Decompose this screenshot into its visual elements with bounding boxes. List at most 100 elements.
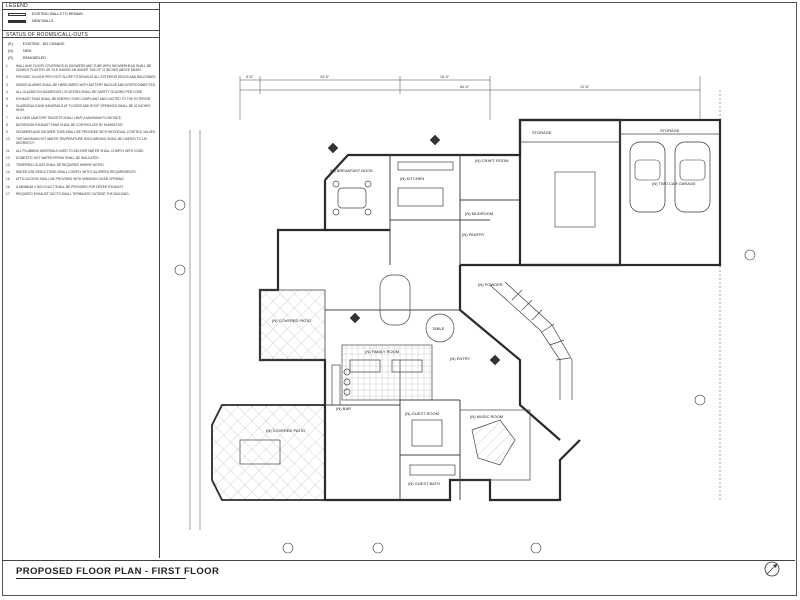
status-label: NEW <box>23 49 32 53</box>
note-number: 16. <box>6 184 11 189</box>
section-marker <box>349 312 361 324</box>
room-label-patio: (N) COVERED PATIO <box>266 428 305 433</box>
note-number: 9. <box>6 130 9 135</box>
general-note: 10.The maximum hot water temperature dis… <box>6 137 158 145</box>
note-text: Smoke alarms shall be hard wired with ba… <box>16 82 156 87</box>
grid-bubble <box>174 264 186 276</box>
car-icon <box>629 141 666 213</box>
note-text: Showers and shower-tubs shall be provide… <box>16 130 156 135</box>
dim-seg-a: 5'-6" <box>246 75 254 79</box>
general-note: 12. Domestic hot water piping shall be in… <box>6 156 158 160</box>
legend-swatch-new <box>8 20 26 23</box>
patio-table <box>239 439 281 465</box>
floor-plan: 5'-6" 33'-6" 16'-0" 84'-0" 13'-6" <box>174 75 756 554</box>
room-label-guest-bath: (N) GUEST BATH <box>408 481 440 486</box>
general-note: 1. Wall and floor coverings in showers an… <box>6 64 158 72</box>
legend-heading: LEGEND <box>2 2 159 10</box>
music-room <box>459 409 531 481</box>
note-number: 12. <box>6 155 11 160</box>
note-text: Guardrails and handrails at floors and r… <box>16 104 151 113</box>
note-number: 7. <box>6 115 9 120</box>
legend-item: EXISTING WALLS TO REMAIN <box>8 12 83 17</box>
car-icon <box>674 141 711 213</box>
entry-table-label: TABLE <box>432 326 445 331</box>
note-text: All glazing in hazardous locations shall… <box>16 89 143 94</box>
note-text: Wall and floor coverings in showers and … <box>16 64 152 73</box>
general-note: 15. Attic access shall be provided with m… <box>6 177 158 181</box>
guest-bed <box>411 419 443 447</box>
room-label-kitchen: (N) KITCHEN <box>400 176 424 181</box>
note-text: All new lavatory faucets shall have a ma… <box>16 115 122 120</box>
general-note: 7. All new lavatory faucets shall have a … <box>6 116 158 120</box>
garage-block <box>518 118 722 267</box>
room-label-pantry: (N) PANTRY <box>462 232 485 237</box>
note-text: Attic access shall be provided with mini… <box>16 177 125 182</box>
legend-item: NEW WALLS <box>8 19 53 24</box>
general-note: 4.All glazing in hazardous locations sha… <box>6 90 158 94</box>
note-text: All plumbing materials used to deliver w… <box>16 148 145 153</box>
entry-table <box>425 313 455 343</box>
status-code: (E) <box>8 42 13 46</box>
grid-bubbles <box>174 199 756 554</box>
section-marker <box>327 142 339 154</box>
section-markers <box>327 134 501 366</box>
note-number: 14. <box>6 170 11 175</box>
grid-bubble <box>372 542 384 554</box>
dim-seg-d: 13'-6" <box>580 85 590 89</box>
room-label-bar: (N) BAR <box>336 406 351 411</box>
entry-stair <box>425 281 573 400</box>
room-label-storage: STORAGE <box>532 130 552 135</box>
general-note: 8.Bathroom exhaust fans shall be control… <box>6 123 158 127</box>
general-note: 2. Provide 1/4 inch per foot slope to dra… <box>6 75 158 79</box>
room-label-garage: (N) TWO CAR GARAGE <box>652 181 696 186</box>
note-number: 1. <box>6 64 9 68</box>
general-note: 9. Showers and shower-tubs shall be provi… <box>6 130 158 134</box>
nook-table <box>337 187 367 209</box>
covered-patio-north <box>259 289 326 361</box>
room-label-craft: (N) CRAFT ROOM <box>475 158 508 163</box>
note-text: Required exhaust ducts shall terminate o… <box>16 191 130 196</box>
note-number: 11. <box>6 148 11 153</box>
legend-swatch-existing <box>8 13 26 16</box>
family-room-furniture <box>341 344 433 401</box>
note-number: 8. <box>6 122 9 127</box>
note-text: Exhaust fans shall be Energy Star compli… <box>16 97 152 102</box>
status-code: (R) <box>8 56 13 60</box>
title-block <box>2 560 795 594</box>
legend-label: EXISTING WALLS TO REMAIN <box>32 12 83 16</box>
dim-seg-b: 33'-6" <box>320 75 330 79</box>
status-code: (N) <box>8 49 13 53</box>
notes-panel: LEGEND EXISTING WALLS TO REMAIN NEW WALL… <box>2 2 160 558</box>
note-text: Water use reductions shall comply with C… <box>16 170 137 175</box>
note-text: Provide 1/4 inch per foot slope to drain… <box>16 75 157 80</box>
general-note: 14. Water use reductions shall comply wit… <box>6 170 158 174</box>
note-number: 3. <box>6 82 9 87</box>
note-number: 6. <box>6 104 9 109</box>
grid-bubble <box>530 542 542 554</box>
room-label-mudroom: (N) MUDROOM <box>465 211 493 216</box>
note-text: A minimum 4 inch duct shall be provided … <box>16 184 124 189</box>
grid-bubble <box>174 199 186 211</box>
general-note: 6. Guardrails and handrails at floors and… <box>6 104 158 112</box>
note-text: Domestic hot water piping shall be insul… <box>16 155 100 160</box>
general-note: 3. Smoke alarms shall be hard wired with … <box>6 83 158 87</box>
bar-fixtures <box>331 364 351 406</box>
piano-icon <box>471 419 516 466</box>
note-number: 15. <box>6 177 11 182</box>
room-label-entry: (N) ENTRY <box>450 356 470 361</box>
room-label-storage: STORAGE <box>660 128 680 133</box>
room-label-guest: (N) GUEST ROOM <box>405 411 439 416</box>
dim-overall: 84'-0" <box>460 85 470 89</box>
covered-patio-south <box>211 404 326 501</box>
status-item: (R) REMODELED <box>8 56 46 61</box>
guest-suite <box>409 419 456 476</box>
general-note: 13.Tempered glass shall be required wher… <box>6 163 158 167</box>
title-underline <box>16 578 186 579</box>
note-number: 2. <box>6 75 9 80</box>
room-label-family: (N) FAMILY ROOM <box>365 349 399 354</box>
status-label: REMODELED <box>23 56 46 60</box>
status-item: (E) EXISTING - NO CHANGE <box>8 42 65 47</box>
room-label-powder: (N) POWDER <box>478 282 503 287</box>
note-text: Tempered glass shall be required where n… <box>16 163 105 168</box>
